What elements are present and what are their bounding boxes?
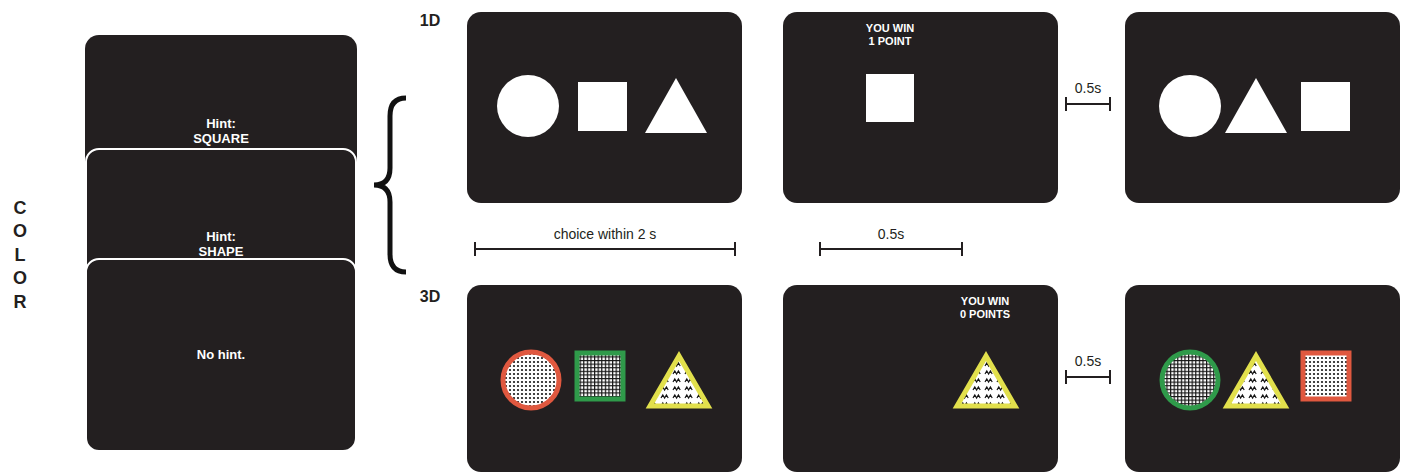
circle-stimulus: [503, 352, 559, 408]
condition-label: 1D: [420, 12, 440, 30]
timing-label: 0.5s: [878, 226, 904, 242]
timing-bracket: [1066, 370, 1110, 384]
screen-panel: [1125, 285, 1400, 472]
plain-stimuli: [497, 74, 1350, 137]
screen-panel: [467, 285, 742, 472]
timing-label: 0.5s: [1075, 353, 1101, 369]
feature-stimuli: [503, 352, 1349, 408]
square-stimulus: [577, 353, 623, 399]
node-text: Hint: SHAPE: [199, 230, 244, 260]
circle-stimulus: [1162, 352, 1218, 408]
square-stimulus: [1301, 82, 1350, 131]
triangle-stimulus: [650, 356, 708, 406]
condition-label: 3D: [420, 288, 440, 306]
triangle-stimulus: [1225, 78, 1287, 133]
feedback-screen: YOU WIN 1 POINT: [783, 12, 1058, 203]
timing-bracket: [820, 242, 962, 256]
timing-label: choice within 2 s: [554, 226, 657, 242]
triangle-stimulus: [957, 356, 1015, 406]
screen-panel: [783, 12, 1058, 203]
triangle-stimulus: [1227, 356, 1285, 406]
screen-panel: [783, 285, 1058, 472]
screen-panel: [1125, 12, 1400, 203]
triangle-stimulus: [645, 78, 707, 133]
dimension-label: COLOR: [11, 197, 29, 314]
timing-brackets: [475, 97, 1110, 384]
node-text: No hint.: [197, 348, 245, 363]
timing-bracket: [1066, 97, 1110, 111]
curly-brace: [374, 98, 406, 272]
node-text: YOU WIN 0 POINTS: [959, 295, 1011, 321]
square-stimulus: [866, 74, 914, 122]
hint-card: No hint.: [85, 258, 357, 452]
node-text: Hint: SQUARE: [193, 117, 249, 147]
timing-label: 0.5s: [1075, 80, 1101, 96]
circle-stimulus: [1159, 75, 1221, 137]
screen-panels: [467, 12, 1400, 472]
square-stimulus: [578, 82, 627, 131]
square-stimulus: [1303, 353, 1349, 399]
timing-bracket: [475, 242, 735, 256]
node-text: YOU WIN 1 POINT: [864, 22, 916, 48]
screen-panel: [467, 12, 742, 203]
circle-stimulus: [497, 75, 559, 137]
feedback-screen: YOU WIN 0 POINTS: [783, 285, 1058, 472]
